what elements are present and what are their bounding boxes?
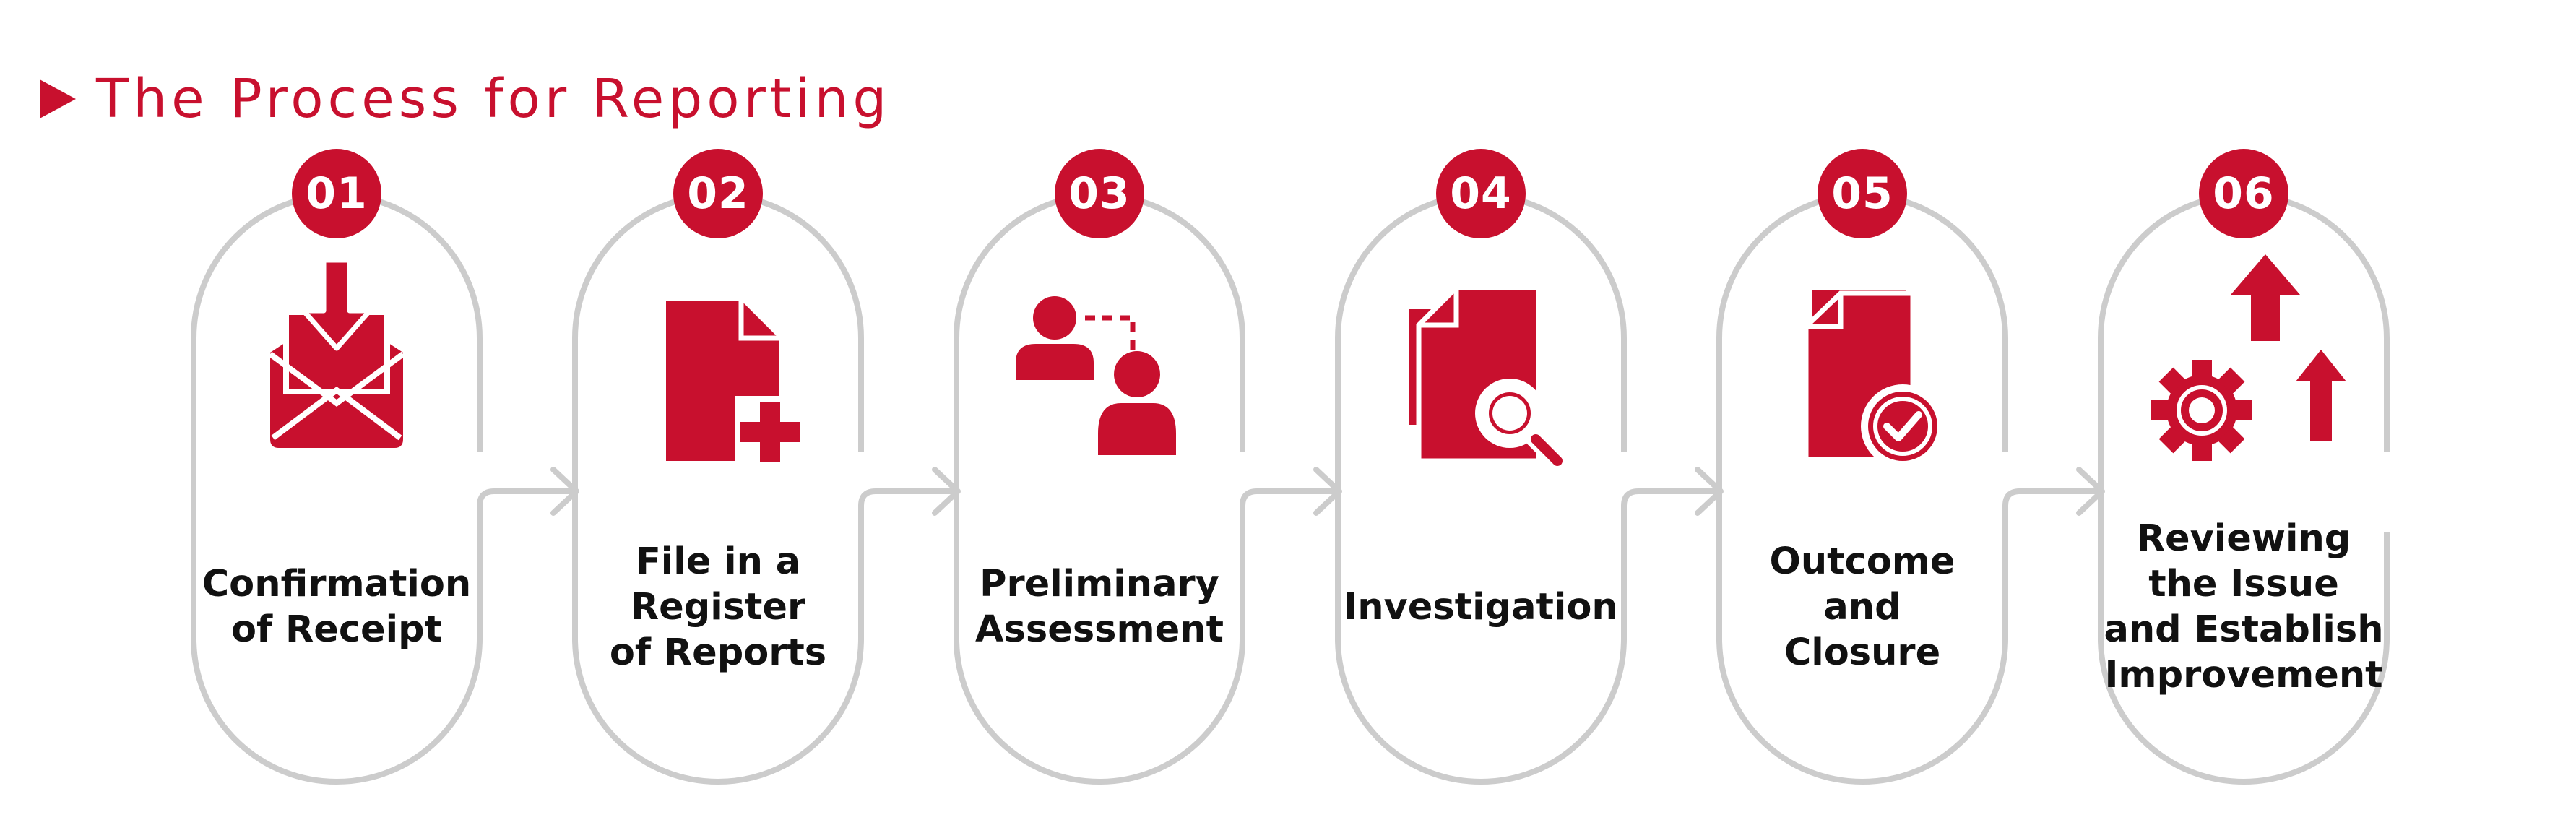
step-03: [954, 192, 1342, 785]
people-connection-icon: [1016, 296, 1176, 455]
file-add-icon: [666, 301, 805, 465]
connector-line: [477, 488, 578, 532]
step-label: Investigation: [1344, 585, 1618, 629]
envelope-download-icon: [270, 260, 403, 448]
step-outline: [2098, 192, 2390, 785]
step-number-badge: 06: [2199, 149, 2288, 238]
step-number-badge: 01: [292, 149, 381, 238]
connector-line: [858, 488, 959, 532]
step-outline: [191, 192, 483, 785]
document-check-icon: [1806, 290, 1945, 468]
step-01: [191, 192, 579, 785]
step-06: [2098, 192, 2390, 785]
connector-line: [2002, 488, 2104, 532]
step-02: [572, 192, 961, 785]
gear-growth-arrows-icon: [2151, 254, 2346, 461]
step-outline: [1716, 192, 2008, 785]
step-number-badge: 04: [1436, 149, 1526, 238]
step-number-badge: 05: [1818, 149, 1907, 238]
step-label: File in a Register of Reports: [609, 540, 827, 674]
step-label: Reviewing the Issue and Establish Improv…: [2104, 517, 2384, 696]
step-outline: [1335, 192, 1627, 785]
step-number-badge: 03: [1055, 149, 1144, 238]
step-04: [1335, 192, 1724, 785]
step-label: Confirmation of Receipt: [202, 563, 472, 651]
title-text: The Process for Reporting: [96, 68, 891, 130]
connector-line: [1240, 488, 1341, 532]
document-search-icon: [1409, 288, 1559, 462]
step-outline: [572, 192, 864, 785]
step-outline: [954, 192, 1245, 785]
page-title: The Process for Reporting: [40, 66, 891, 131]
step-number-badge: 02: [673, 149, 763, 238]
connector-line: [1621, 488, 1722, 532]
title-play-icon: [40, 79, 76, 118]
step-label: Outcome and Closure: [1769, 540, 1955, 674]
step-label: Preliminary Assessment: [975, 563, 1224, 651]
step-05: [1716, 192, 2105, 785]
